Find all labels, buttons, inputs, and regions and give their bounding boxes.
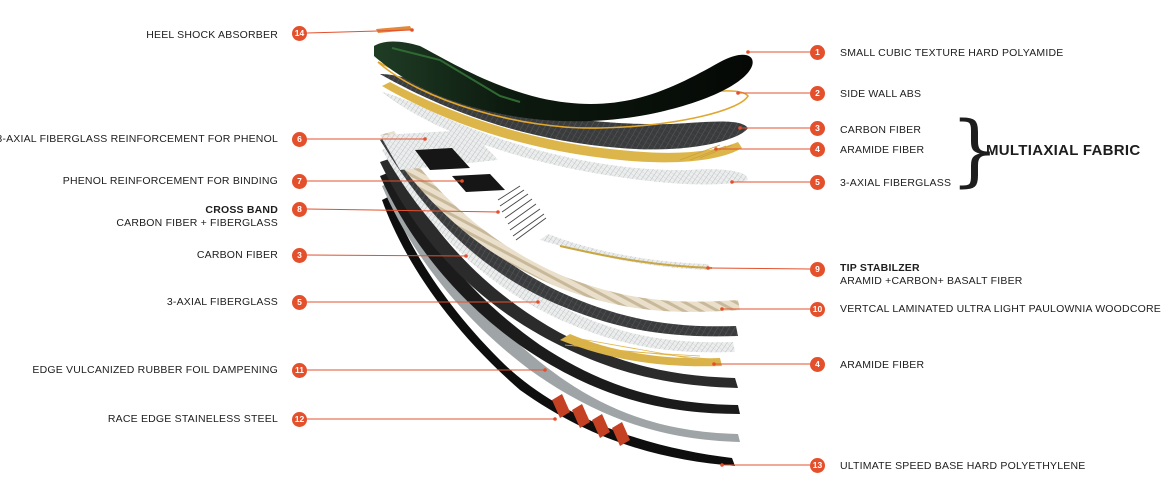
leader-1-dot xyxy=(746,50,750,54)
label-fiberglass-left: 3-AXIAL FIBERGLASS xyxy=(166,296,278,308)
label-cross-band: CROSS BAND CARBON FIBER + FIBERGLASS xyxy=(116,204,278,230)
layer-topsheet xyxy=(374,41,753,122)
leader-8 xyxy=(306,208,499,213)
badge-1: 1 xyxy=(810,45,825,60)
badge-4-lower: 4 xyxy=(810,357,825,372)
leader-8-dot xyxy=(496,210,500,214)
leader-9-dot xyxy=(706,266,710,270)
layer-woodcore xyxy=(380,131,740,312)
badge-3-left: 3 xyxy=(292,248,307,263)
label-race-edge: RACE EDGE STAINELESS STEEL xyxy=(107,413,278,425)
label-tip-stabilizer-title: TIP STABILZER xyxy=(840,262,920,274)
label-base: ULTIMATE SPEED BASE HARD POLYETHYLENE xyxy=(840,460,1086,472)
base-graphic xyxy=(552,394,630,446)
label-cross-band-title: CROSS BAND xyxy=(205,204,278,216)
label-heel-shock-absorber: HEEL SHOCK ABSORBER xyxy=(146,29,278,41)
badge-3-right: 3 xyxy=(810,121,825,136)
layer-aramide-bottom xyxy=(560,334,722,367)
leader-2-dot xyxy=(736,91,740,95)
leader-4-upper-dot xyxy=(714,147,718,151)
label-woodcore: VERTCAL LAMINATED ULTRA LIGHT PAULOWNIA … xyxy=(840,303,1161,315)
leader-5-right-dot xyxy=(730,180,734,184)
layer-fiberglass-upper xyxy=(382,92,748,185)
layer-carbon-upper xyxy=(380,74,748,150)
badge-8: 8 xyxy=(292,202,307,217)
label-carbon-fiber-left: CARBON FIBER xyxy=(196,249,278,261)
badge-6: 6 xyxy=(292,132,307,147)
layer-phenol xyxy=(415,148,470,170)
badge-5-left: 5 xyxy=(292,295,307,310)
leader-4-lower-dot xyxy=(712,362,716,366)
badge-5-right: 5 xyxy=(810,175,825,190)
badge-14: 14 xyxy=(292,26,307,41)
leader-3-left-dot xyxy=(464,254,468,258)
layer-carbon-mid xyxy=(380,136,738,337)
leader-14-dot xyxy=(410,28,414,32)
leader-10-dot xyxy=(720,307,724,311)
layer-carbon-bottom xyxy=(380,158,738,388)
leader-12-dot xyxy=(553,417,557,421)
layer-steel-edge xyxy=(382,182,740,442)
leader-9 xyxy=(707,267,811,270)
label-fiberglass-reinforcement-phenol: 3-AXIAL FIBERGLASS REINFORCEMENT FOR PHE… xyxy=(0,133,278,145)
leader-3-right-dot xyxy=(738,126,742,130)
label-edge-rubber: EDGE VULCANIZED RUBBER FOIL DAMPENING xyxy=(32,364,278,376)
label-polyamide: SMALL CUBIC TEXTURE HARD POLYAMIDE xyxy=(840,47,1064,59)
multiaxial-fabric-title: MULTIAXIAL FABRIC xyxy=(986,142,1141,159)
layer-fiberglass-lower xyxy=(382,146,735,353)
label-aramide-upper: ARAMIDE FIBER xyxy=(840,144,925,156)
badge-12: 12 xyxy=(292,412,307,427)
label-tip-stabilizer: TIP STABILZER ARAMID +CARBON+ BASALT FIB… xyxy=(840,262,1023,288)
leader-5-left-dot xyxy=(536,300,540,304)
label-cross-band-subtitle: CARBON FIBER + FIBERGLASS xyxy=(116,217,278,229)
badge-11: 11 xyxy=(292,363,307,378)
badge-9: 9 xyxy=(810,262,825,277)
label-phenol-reinforcement: PHENOL REINFORCEMENT FOR BINDING xyxy=(62,175,278,187)
badge-7: 7 xyxy=(292,174,307,189)
leader-3-left xyxy=(306,254,467,257)
label-aramide-lower: ARAMIDE FIBER xyxy=(840,359,925,371)
leader-13-dot xyxy=(720,463,724,467)
layer-cross-band xyxy=(497,185,547,241)
label-tip-stabilizer-subtitle: ARAMID +CARBON+ BASALT FIBER xyxy=(840,275,1023,287)
badge-4-upper: 4 xyxy=(810,142,825,157)
badge-13: 13 xyxy=(810,458,825,473)
layer-phenol-2 xyxy=(452,174,505,192)
layer-aramide-upper xyxy=(382,82,742,163)
leader-7-dot xyxy=(460,179,464,183)
label-side-wall: SIDE WALL ABS xyxy=(840,88,922,100)
leader-14 xyxy=(306,29,413,34)
layer-rubber xyxy=(380,172,740,414)
label-fiberglass-right: 3-AXIAL FIBERGLASS xyxy=(840,177,952,189)
multiaxial-brace: } xyxy=(950,106,1000,196)
leader-11-dot xyxy=(543,368,547,372)
label-carbon-fiber-right: CARBON FIBER xyxy=(840,124,922,136)
leader-6-dot xyxy=(423,137,427,141)
badge-2: 2 xyxy=(810,86,825,101)
badge-10: 10 xyxy=(810,302,825,317)
